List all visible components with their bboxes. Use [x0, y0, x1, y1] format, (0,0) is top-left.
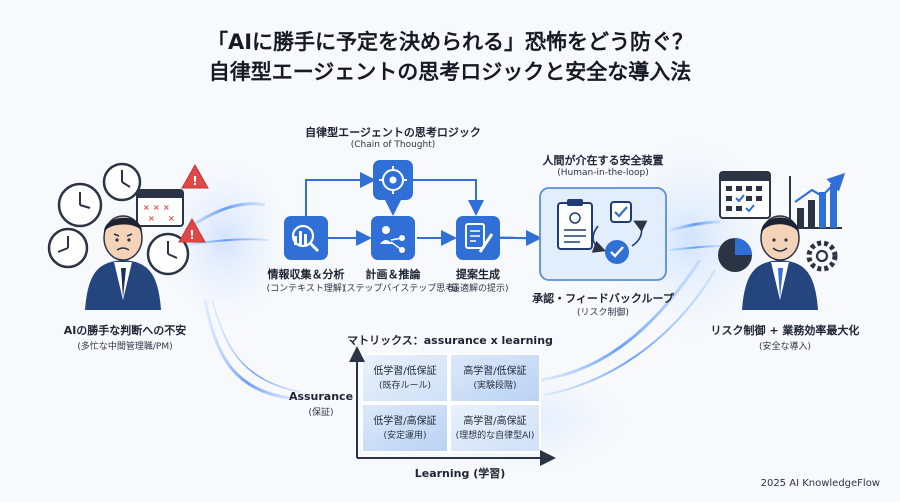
clock-icon	[57, 182, 103, 228]
right-sub: (安全な導入)	[758, 342, 812, 352]
calendar-icon: ××× ××	[136, 189, 184, 227]
right-label: リスク制御 + 業務効率最大化	[710, 324, 860, 337]
svg-text:×: ×	[163, 203, 170, 212]
hitl-label: 承認・フィードバックループ	[532, 292, 674, 305]
svg-text:×: ×	[148, 214, 155, 223]
matrix-x-label: Learning (学習)	[414, 467, 506, 480]
cot-subtitle: (Chain of Thought)	[350, 140, 436, 150]
svg-text:!: !	[192, 174, 197, 188]
hitl-panel	[539, 187, 667, 281]
footer-brand: 2025 AI KnowledgeFlow	[760, 478, 880, 489]
cot-step-1-label: 情報収集＆分析	[267, 268, 345, 281]
cot-step-3-sub: (最適解の提示)	[447, 284, 509, 294]
hitl-title: 人間が介在する安全装置	[542, 154, 664, 167]
hitl-subtitle: (Human-in-the-loop)	[557, 168, 649, 178]
planning-network-icon	[371, 216, 415, 260]
document-pen-icon	[456, 216, 500, 260]
left-sub: (多忙な中間管理職/PM)	[77, 342, 173, 352]
warning-icon: !	[181, 163, 209, 189]
calendar-check-icon	[719, 171, 771, 219]
svg-text:×: ×	[143, 203, 150, 212]
cot-title: 自律型エージェントの思考ロジック	[305, 126, 481, 139]
confident-manager-figure	[742, 215, 818, 310]
checklist-clipboard-icon	[557, 199, 593, 250]
matrix-y-label: Assurance	[288, 390, 354, 403]
left-label: AIの勝手な判断への不安	[63, 324, 187, 337]
cot-step-2-label: 計画＆推論	[365, 268, 421, 281]
matrix-cell-2-sub: (実験段階)	[473, 381, 517, 391]
approval-check-icon	[591, 201, 648, 264]
matrix-cell-4-title: 高学習/高保証	[463, 416, 527, 427]
magnifier-chart-icon	[284, 216, 328, 260]
pie-chart-icon	[718, 238, 752, 272]
matrix-cell-3-title: 低学習/高保証	[373, 416, 437, 427]
matrix-title: マトリックス：assurance x learning	[347, 334, 553, 347]
matrix-cell-3-sub: (安定運用)	[383, 431, 427, 441]
gear-icon	[806, 240, 838, 272]
svg-text:×: ×	[153, 203, 160, 212]
brain-gear-icon	[373, 160, 413, 200]
matrix-grid	[349, 346, 556, 466]
svg-text:!: !	[189, 228, 194, 242]
clock-icon-2	[102, 162, 142, 202]
title-line-1: 「AIに勝手に予定を決められる」恐怖をどう防ぐ？	[206, 30, 694, 54]
matrix-cell-2-title: 高学習/低保証	[463, 366, 527, 377]
svg-text:×: ×	[168, 214, 175, 223]
cot-connector-lines	[305, 172, 542, 246]
hitl-sub: (リスク制御)	[576, 308, 630, 318]
worried-manager-figure	[85, 215, 161, 310]
clock-icon-4	[146, 232, 190, 276]
matrix-y-sub: (保証)	[308, 408, 334, 418]
cot-step-2-sub: (ステップバイステップ思考)	[343, 284, 458, 294]
warning-icon-2: !	[178, 217, 206, 243]
cot-step-1-sub: (コンテキスト理解)	[266, 284, 346, 294]
matrix-cell-1-title: 低学習/低保証	[373, 366, 437, 377]
clock-icon-3	[47, 227, 89, 269]
cot-step-3-label: 提案生成	[456, 268, 500, 281]
matrix-cell-1-sub: (既存ルール)	[378, 381, 432, 391]
title-line-2: 自律型エージェントの思考ロジックと安全な導入法	[208, 60, 692, 84]
growth-chart-icon	[789, 172, 846, 229]
matrix-cell-4-sub: (理想的な自律型AI)	[455, 431, 535, 441]
